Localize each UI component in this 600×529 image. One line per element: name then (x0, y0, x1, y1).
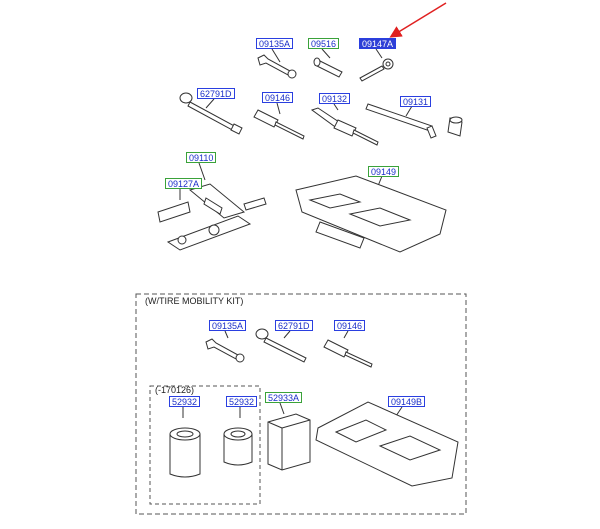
kit-part-label-52932-a[interactable]: 52932 (169, 396, 201, 407)
part-label-09146[interactable]: 09146 (262, 92, 294, 103)
part-label-09110[interactable]: 09110 (186, 152, 217, 163)
part-label-09127A[interactable]: 09127A (165, 178, 203, 189)
compressor-icon (267, 413, 311, 471)
kit-part-label-09146[interactable]: 09146 (334, 320, 366, 331)
part-label-09149[interactable]: 09149 (368, 166, 400, 177)
mobility-kit-frame (135, 293, 467, 515)
part-label-09135A[interactable]: 09135A (256, 38, 294, 49)
kit-tool-tray-icon (315, 401, 459, 487)
part-label-62791D[interactable]: 62791D (197, 88, 235, 99)
sealant-bottle-icon (223, 427, 253, 466)
kit-section-title: (W/TIRE MOBILITY KIT) (145, 296, 244, 306)
sub-group-label: (-170126) (155, 385, 195, 395)
lug-wrench-icon (365, 103, 463, 139)
lever-icon (179, 92, 243, 135)
hook-icon (359, 58, 394, 82)
kit-lever-icon (255, 328, 307, 363)
kit-screwdriver-icon (323, 339, 373, 368)
kit-wrench-icon (205, 338, 245, 363)
sealant-bottle-icon (169, 427, 201, 478)
part-label-09147A[interactable]: 09147A (359, 38, 397, 49)
kit-part-label-62791D[interactable]: 62791D (275, 320, 313, 331)
extension-bar-icon (313, 57, 343, 78)
screwdriver-icon (253, 109, 305, 140)
kit-part-label-09149B[interactable]: 09149B (388, 396, 426, 407)
part-label-09516[interactable]: 09516 (308, 38, 340, 49)
kit-part-label-09135A[interactable]: 09135A (209, 320, 247, 331)
part-label-09131[interactable]: 09131 (400, 96, 432, 107)
pry-tool-icon (310, 107, 379, 146)
jack-icon (157, 183, 267, 251)
highlight-arrow (389, 2, 447, 38)
wrench-icon (257, 54, 297, 79)
part-label-09132[interactable]: 09132 (319, 93, 351, 104)
kit-part-label-52933A[interactable]: 52933A (265, 392, 303, 403)
tool-tray-icon (295, 175, 447, 253)
sub-group-frame (149, 385, 261, 505)
kit-part-label-52932-b[interactable]: 52932 (226, 396, 258, 407)
